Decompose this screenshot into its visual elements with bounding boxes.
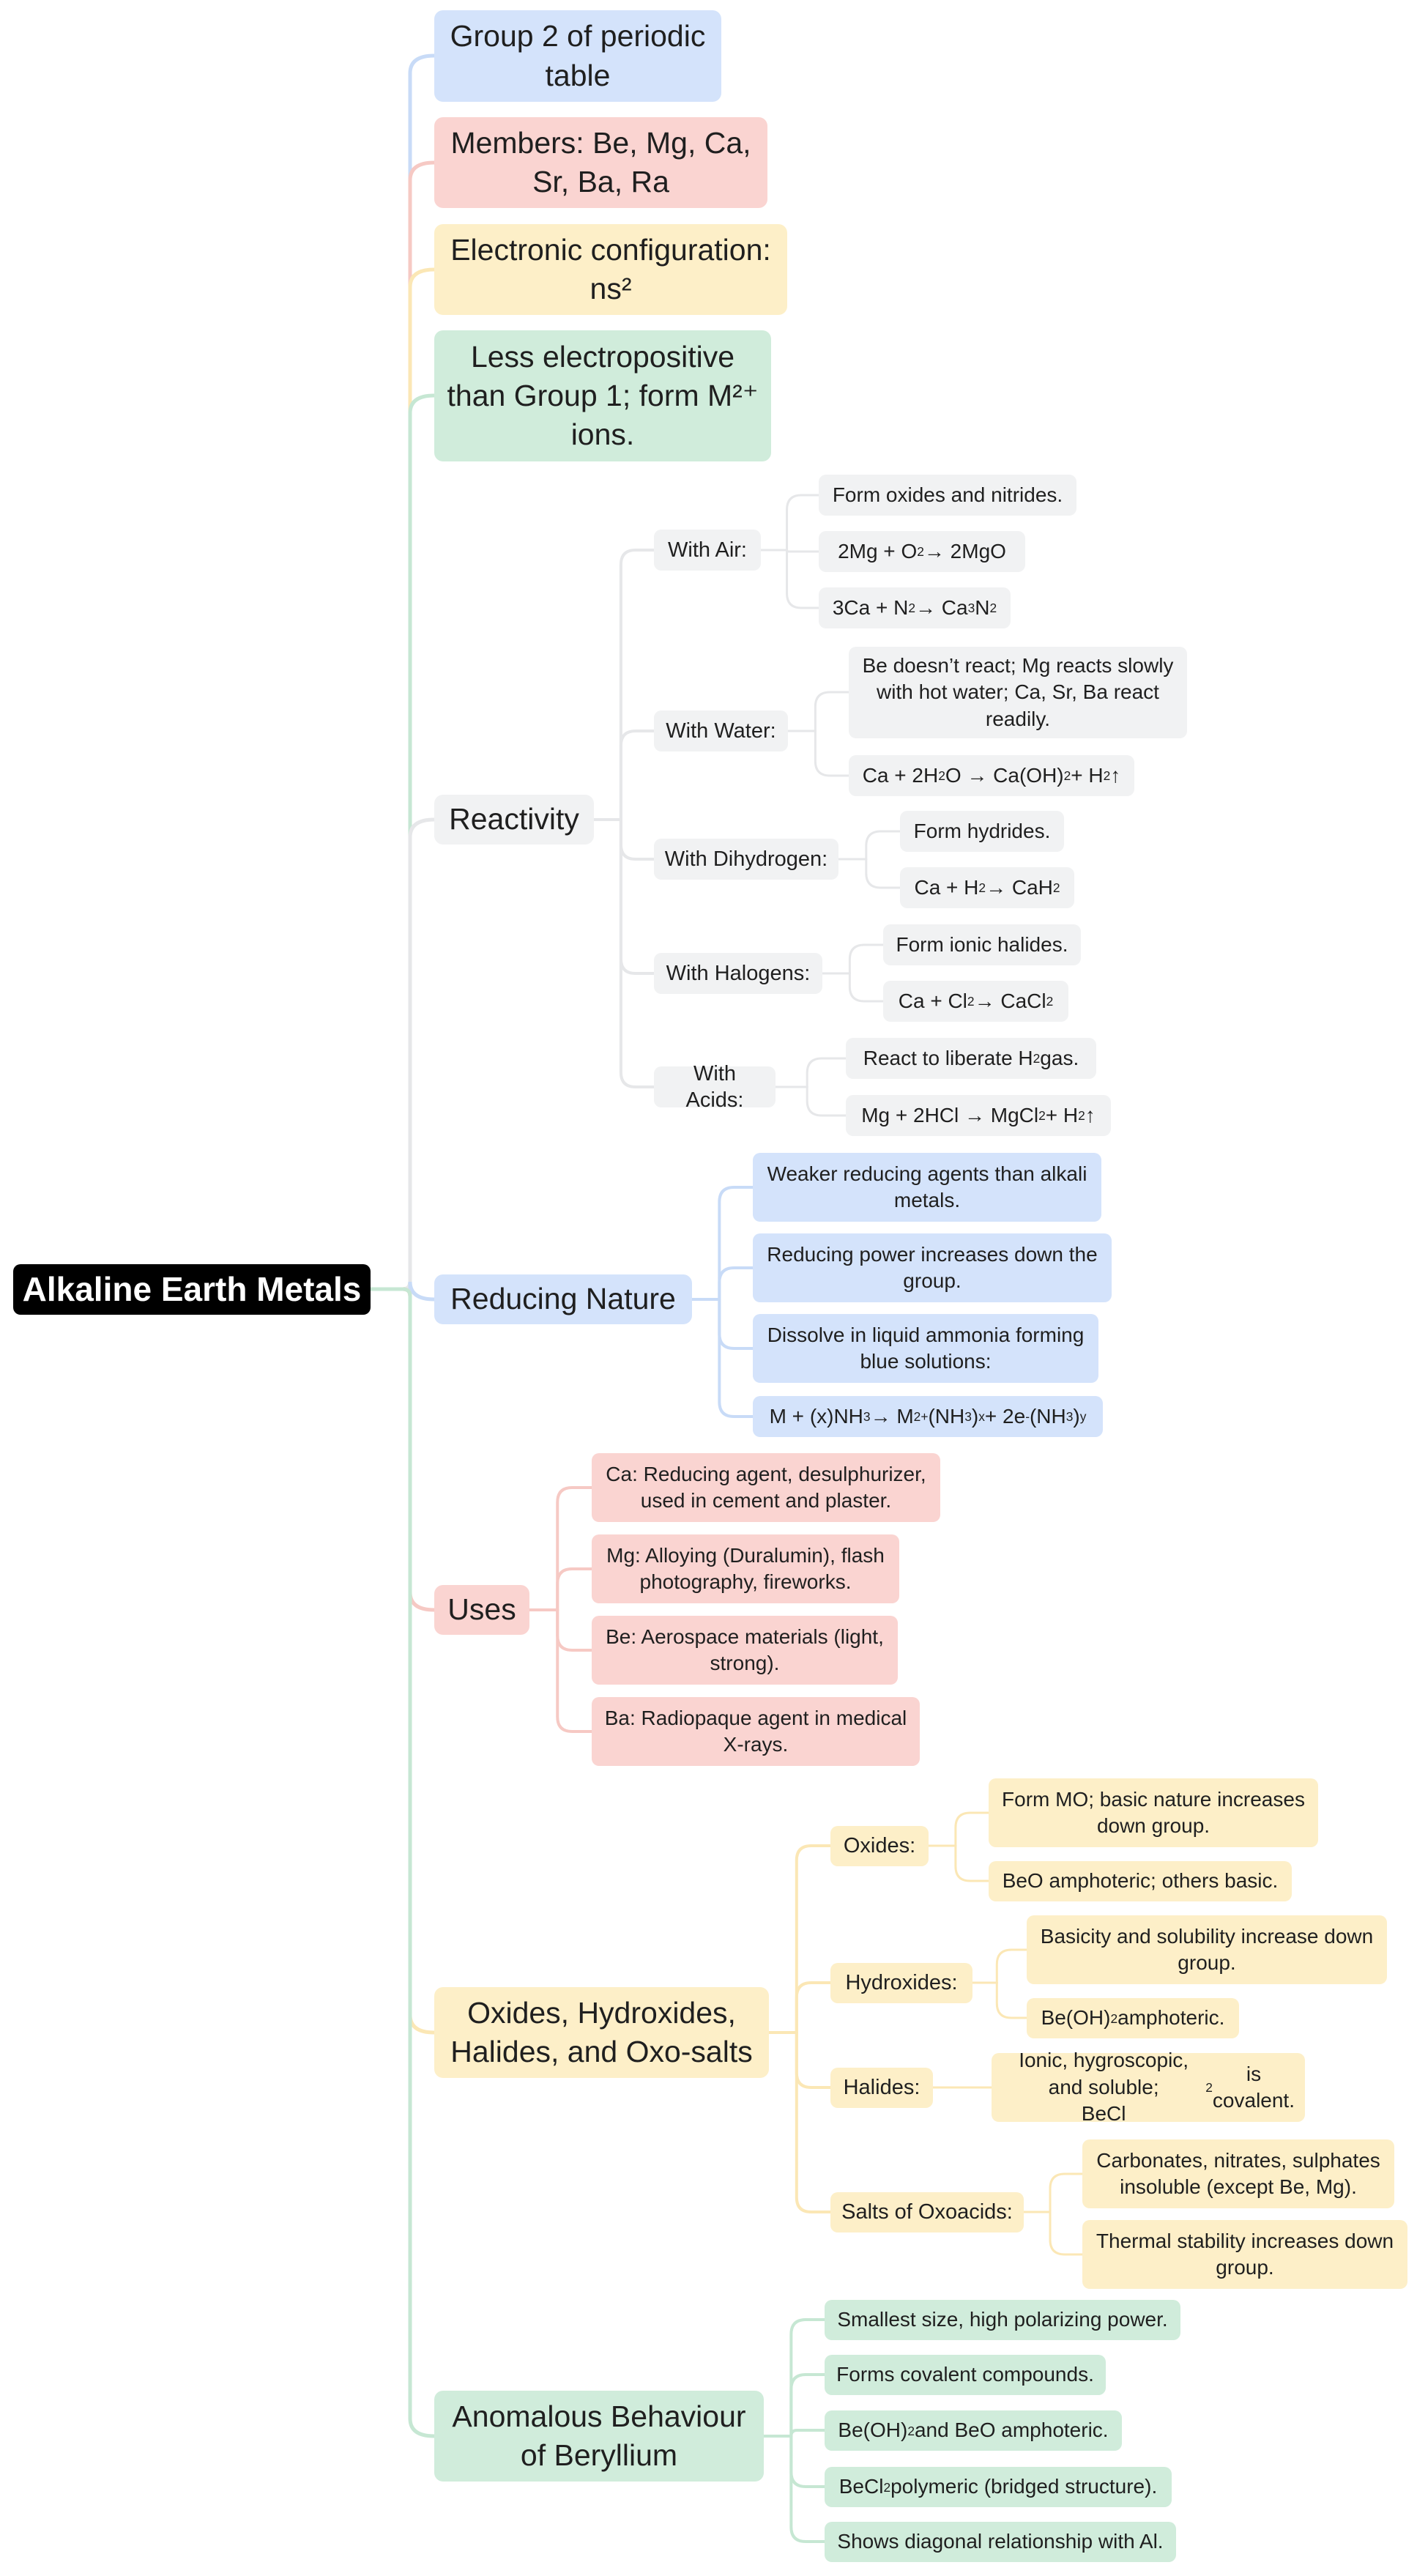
halides-node: Halides: (830, 2068, 933, 2108)
oxosalts-item: Thermal stability increases down group. (1082, 2220, 1407, 2289)
oxides-item: BeO amphoteric; others basic. (989, 1861, 1292, 1901)
reducing-nature-node: Reducing Nature (434, 1274, 692, 1324)
hydroxides-node: Hydroxides: (830, 1963, 972, 2003)
oxosalts-node: Salts of Oxoacids: (830, 2192, 1024, 2232)
hydroxides-item: Basicity and solubility increase down gr… (1027, 1915, 1387, 1984)
reactivity-node: Reactivity (434, 795, 594, 845)
members-node: Members: Be, Mg, Ca, Sr, Ba, Ra (434, 117, 767, 208)
group-node: Group 2 of periodic table (434, 10, 721, 102)
with-halogens-node: With Halogens: (654, 953, 822, 994)
reducing-item: Reducing power increases down the group. (753, 1233, 1112, 1302)
air-item: Form oxides and nitrides. (819, 475, 1076, 516)
water-item: Be doesn’t react; Mg reacts slowly with … (849, 647, 1187, 738)
compounds-node: Oxides, Hydroxides, Halides, and Oxo-sal… (434, 1987, 769, 2078)
uses-item: Ca: Reducing agent, desulphurizer, used … (592, 1453, 940, 1522)
reducing-item: Weaker reducing agents than alkali metal… (753, 1153, 1101, 1222)
reducing-item: Dissolve in liquid ammonia forming blue … (753, 1314, 1098, 1383)
beryllium-item: Forms covalent compounds. (825, 2355, 1106, 2395)
beryllium-node: Anomalous Behaviour of Beryllium (434, 2391, 764, 2482)
root-node: Alkaline Earth Metals (13, 1264, 371, 1315)
with-dihydrogen-node: With Dihydrogen: (654, 839, 838, 880)
with-water-node: With Water: (654, 710, 788, 751)
beryllium-item: Be(OH)2 and BeO amphoteric. (825, 2410, 1122, 2451)
uses-node: Uses (434, 1585, 529, 1635)
config-node: Electronic configuration: ns² (434, 224, 787, 315)
oxosalts-item: Carbonates, nitrates, sulphates insolubl… (1082, 2139, 1394, 2208)
dihydrogen-item: Form hydrides. (900, 811, 1064, 852)
halogens-item: Form ionic halides. (883, 924, 1081, 965)
oxides-node: Oxides: (830, 1826, 929, 1866)
uses-item: Be: Aerospace materials (light, strong). (592, 1616, 898, 1685)
beryllium-item: Smallest size, high polarizing power. (825, 2300, 1180, 2340)
uses-item: Mg: Alloying (Duralumin), flash photogra… (592, 1534, 899, 1603)
beryllium-item: Shows diagonal relationship with Al. (825, 2522, 1176, 2562)
hydroxides-item: Be(OH)2 amphoteric. (1027, 1998, 1239, 2038)
oxides-item: Form MO; basic nature increases down gro… (989, 1778, 1318, 1847)
uses-item: Ba: Radiopaque agent in medical X-rays. (592, 1697, 920, 1766)
with-air-node: With Air: (654, 530, 761, 571)
with-acids-node: With Acids: (654, 1062, 776, 1112)
electropositive-node: Less electropositive than Group 1; form … (434, 330, 771, 461)
